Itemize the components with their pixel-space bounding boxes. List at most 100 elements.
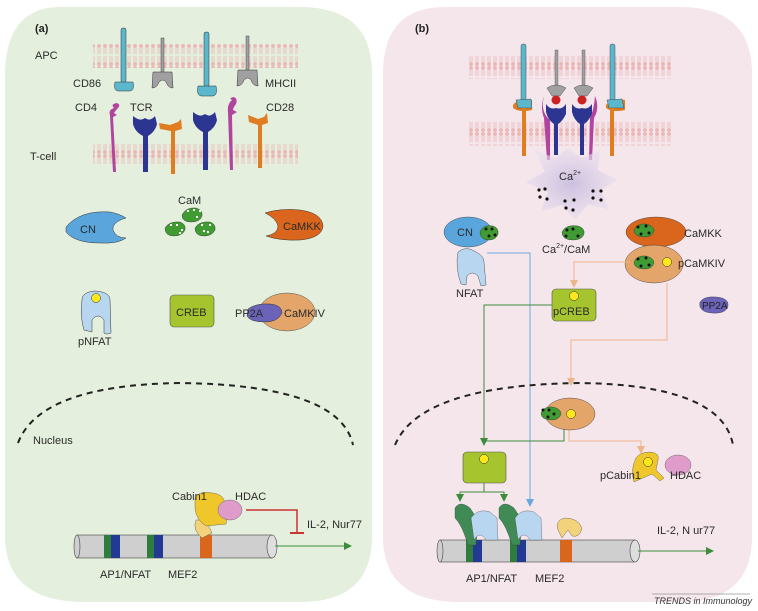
creb-to-nucleus-arrow	[480, 304, 552, 446]
camkiv-to-nucleus-arrow	[567, 283, 668, 386]
mef2-bound	[557, 517, 583, 539]
panel-b: (b)	[383, 7, 752, 602]
pp2a-label: PP2A	[702, 301, 728, 312]
nfat-factor	[456, 248, 487, 287]
cn-to-dna-arrow	[487, 252, 534, 507]
nfat-site	[154, 535, 163, 558]
ca-cam-molecule	[561, 225, 585, 241]
nfat-site	[111, 535, 120, 558]
nfat-site	[473, 540, 482, 562]
ap1-nfat-label: AP1/NFAT	[100, 569, 151, 581]
cd86-receptor	[114, 27, 134, 92]
apc-label: APC	[35, 50, 58, 62]
hdac-label: HDAC	[670, 470, 701, 482]
pcreb-factor: pCREB	[551, 288, 597, 322]
dna-strand	[436, 539, 641, 563]
cn-label: CN	[457, 227, 473, 239]
creb-to-ap1-arrow	[484, 491, 508, 502]
apc-membrane	[93, 44, 298, 68]
calcium-cloud	[525, 148, 618, 220]
panel-a-label: (a)	[35, 23, 49, 35]
nfat-label: NFAT	[456, 288, 484, 300]
phosphate-icon	[566, 409, 576, 419]
creb-label: CREB	[176, 307, 207, 319]
mhcii-receptor	[151, 37, 174, 89]
hdac-label: HDAC	[235, 491, 266, 503]
cd86-cd28-pair	[606, 43, 625, 156]
pp2a-enzyme: PP2A	[699, 296, 729, 314]
cd86-receptor	[197, 31, 217, 97]
tcr-mhc-complex	[572, 49, 598, 160]
cn-nfat-complex: CN NFAT	[443, 216, 499, 300]
cabin1-label: Cabin1	[172, 491, 207, 503]
nuclear-pcreb	[462, 451, 507, 484]
phosphate-icon	[643, 457, 653, 467]
inhibition-line	[246, 509, 298, 533]
tcr-receptor	[193, 112, 217, 170]
nucleus-envelope	[394, 381, 734, 446]
mhcii-label: MHCII	[265, 78, 296, 90]
camkiv-to-creb-arrow	[570, 261, 630, 288]
calcium-ions	[537, 187, 603, 212]
panel-b-label: (b)	[415, 23, 429, 35]
ap1-site	[510, 540, 517, 562]
camkk-label: CaMKK	[283, 221, 322, 233]
antigen-icon	[551, 95, 561, 105]
cd4-receptor	[109, 103, 120, 172]
camkk-label: CaMKK	[684, 228, 723, 240]
antigen-icon	[577, 95, 587, 105]
dna-strand	[73, 534, 278, 559]
phosphate-icon	[91, 293, 101, 303]
phosphate-icon	[662, 257, 672, 267]
nfat-site	[517, 540, 526, 562]
camkiv-to-cabin1-arrow	[568, 425, 645, 454]
pcamkiv-label: pCaMKIV	[678, 258, 726, 270]
phosphate-icon	[479, 454, 489, 464]
cd86-label: CD86	[73, 78, 101, 90]
panel-a: (a) APC T-cell CD86 MHCII	[5, 7, 372, 602]
ca-cam-label: Ca2+/CaM	[542, 243, 590, 256]
tcr-mhc-complex	[542, 49, 567, 160]
target-genes-label: IL-2, N ur77	[657, 525, 715, 537]
camkiv-label: CaMKIV	[284, 308, 326, 320]
creb-factor: CREB	[169, 294, 215, 328]
pnfat-factor: pNFAT	[78, 290, 112, 348]
pcabin1-hdac: pCabin1 HDAC	[600, 451, 701, 483]
cd4-label: CD4	[75, 102, 97, 114]
cam-label: CaM	[178, 195, 201, 207]
ap1-site	[147, 535, 154, 558]
tcell-label: T-cell	[30, 151, 56, 163]
camkk-camkiv-complex: CaMKK pCaMKIV	[624, 216, 726, 284]
cd86-cd28-pair	[513, 43, 533, 156]
camkk-enzyme: CaMKK	[264, 209, 324, 241]
cd28-receptor	[248, 113, 268, 168]
mhcii-receptor	[236, 35, 259, 87]
target-genes-label: IL-2, Nur77	[307, 519, 362, 531]
cam-molecules	[164, 207, 216, 237]
pp2a-label: PP2A	[235, 308, 264, 320]
nuclear-camkiv	[540, 397, 596, 431]
cd28-receptor	[159, 119, 182, 174]
ap1-site	[466, 540, 473, 562]
pcabin1-label: pCabin1	[600, 470, 641, 482]
mef2-label: MEF2	[535, 573, 564, 585]
mef2-site	[200, 535, 212, 558]
pnfat-label: pNFAT	[78, 336, 112, 348]
tcell-membrane	[93, 142, 298, 166]
calcium-label: Ca2+	[559, 170, 581, 183]
mef2-label: MEF2	[168, 569, 197, 581]
cd4-receptor	[227, 97, 237, 170]
cd28-label: CD28	[266, 102, 294, 114]
pcreb-label: pCREB	[553, 306, 590, 318]
tcell-membrane	[468, 122, 673, 146]
mef2-site	[560, 540, 572, 562]
ap1-nfat-label: AP1/NFAT	[466, 573, 517, 585]
ap1-nfat-bound	[454, 503, 543, 546]
phosphate-icon	[569, 291, 579, 301]
camkiv-nuclear-to-creb-arrow	[484, 425, 565, 442]
cabin1-hdac-complex: Cabin1 HDAC	[172, 491, 266, 539]
tcr-label: TCR	[130, 102, 153, 114]
ap1-site	[104, 535, 111, 558]
apc-membrane	[468, 55, 673, 79]
